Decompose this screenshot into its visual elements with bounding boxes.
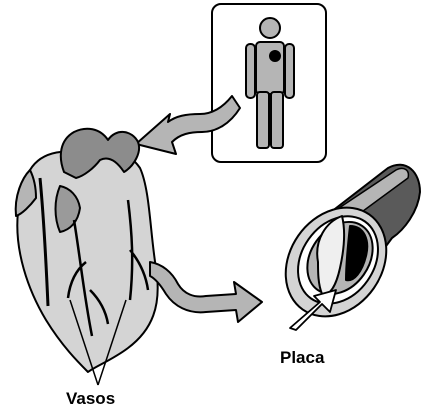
person-panel (212, 4, 326, 162)
vessels-label: Vasos (66, 389, 115, 408)
plaque-label: Placa (280, 348, 325, 367)
heart-dot (269, 50, 281, 62)
heart-illustration (16, 129, 158, 372)
artery-cross-section (265, 165, 420, 336)
curved-arrow-to-artery (150, 262, 262, 322)
